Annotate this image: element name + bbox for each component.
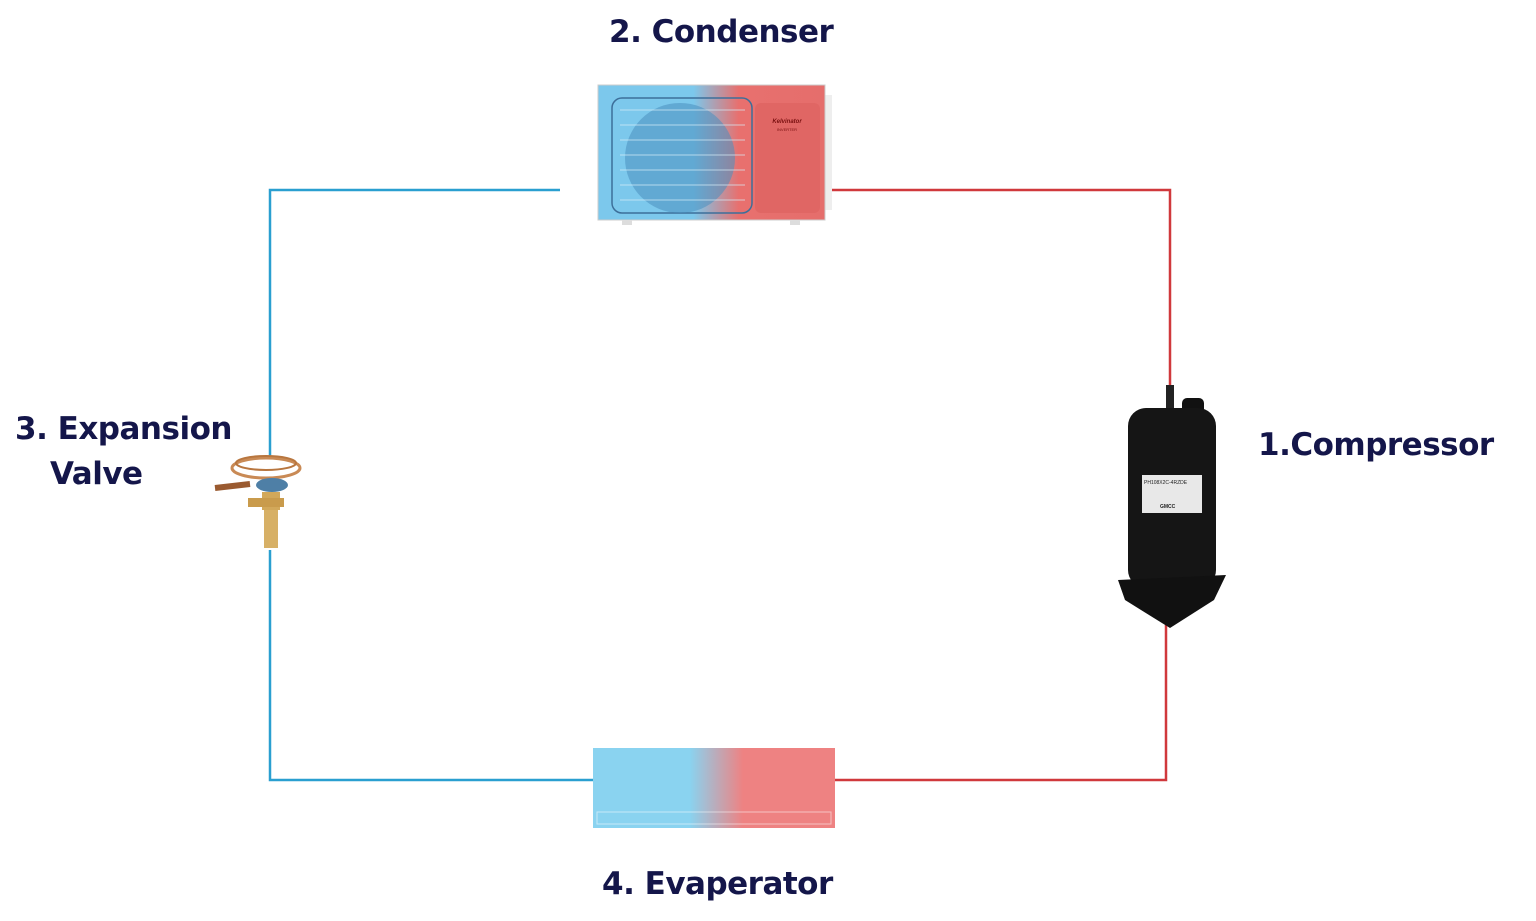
label-condenser: 2. Condenser (609, 14, 834, 50)
expansion-valve (214, 455, 302, 548)
hot-pipe-bottom (834, 625, 1168, 782)
compressor-brand: GMCC (1160, 504, 1176, 510)
label-evaporator: 4. Evaperator (602, 866, 833, 902)
evaporator-unit (593, 748, 835, 828)
cold-pipe-top (268, 188, 560, 458)
label-expansion-line1: 3. Expansion (15, 411, 232, 447)
condenser-brand: Kelvinator (772, 119, 802, 125)
fan-grille (625, 103, 735, 213)
compressor-model: PH108X2C-4RZDE (1144, 480, 1188, 486)
label-compressor: 1.Compressor (1258, 427, 1494, 463)
condenser-sub: INVERTER (777, 127, 797, 132)
compressor-unit (1118, 385, 1226, 628)
condenser-unit (597, 84, 832, 225)
hot-pipe-top (826, 188, 1172, 385)
cold-pipe-bottom (268, 550, 594, 782)
label-expansion-line2: Valve (50, 456, 143, 492)
